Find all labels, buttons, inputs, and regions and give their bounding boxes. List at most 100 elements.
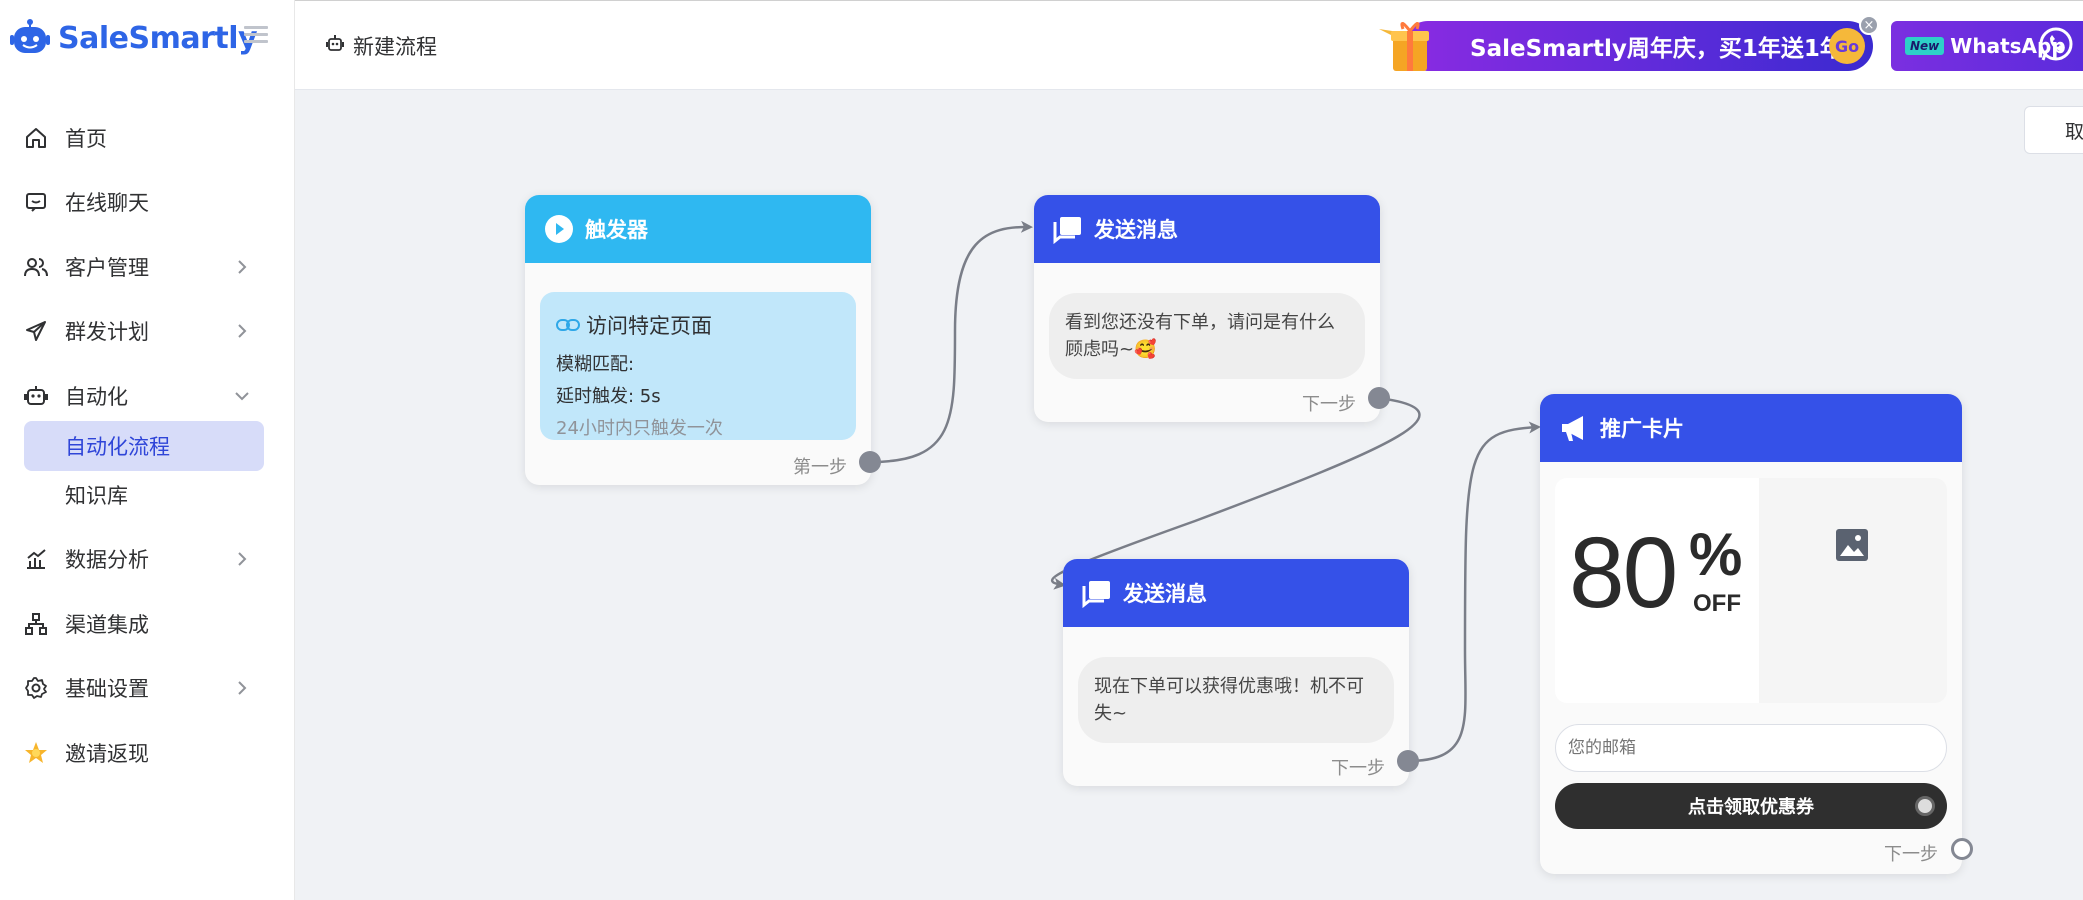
logo-robot-icon bbox=[8, 15, 54, 61]
gear-icon bbox=[22, 674, 50, 702]
sidebar-subitem-label: 自动化流程 bbox=[65, 435, 170, 459]
robot-icon bbox=[22, 382, 50, 410]
flow-connections bbox=[869, 220, 1541, 763]
whatsapp-icon bbox=[2037, 26, 2075, 68]
menu-collapse-icon[interactable] bbox=[244, 26, 268, 46]
promo-node-header: 推广卡片 bbox=[1540, 394, 1962, 462]
sidebar-item-label: 首页 bbox=[65, 127, 107, 151]
cancel-button[interactable]: 取 bbox=[2024, 106, 2083, 154]
link-icon bbox=[556, 313, 580, 337]
trigger-node-header: 触发器 bbox=[525, 195, 871, 263]
sidebar-item-broadcast[interactable]: 群发计划 bbox=[0, 303, 295, 359]
message-icon bbox=[1052, 213, 1084, 245]
promo-output-port[interactable] bbox=[1951, 838, 1973, 860]
message-icon bbox=[1081, 577, 1113, 609]
image-icon bbox=[1835, 528, 1869, 566]
step-label: 第一步 bbox=[793, 457, 847, 478]
robot-icon bbox=[325, 35, 345, 57]
sidebar-item-home[interactable]: 首页 bbox=[0, 110, 295, 166]
edge-trigger-to-message1 bbox=[869, 220, 1033, 464]
node-title: 发送消息 bbox=[1094, 218, 1178, 242]
flow-canvas[interactable]: 触发器 访问特定页面 模糊匹配: 延时触发: 5s 24小时内只触发一次 第一步… bbox=[295, 91, 2083, 900]
trigger-condition[interactable]: 访问特定页面 模糊匹配: 延时触发: 5s 24小时内只触发一次 bbox=[540, 292, 856, 440]
new-badge: New bbox=[1905, 37, 1945, 55]
home-icon bbox=[22, 124, 50, 152]
edge-message2-to-promo bbox=[1407, 421, 1541, 763]
chart-icon bbox=[22, 545, 50, 573]
sidebar-item-label: 数据分析 bbox=[65, 548, 149, 572]
page-title-bar: 新建流程 bbox=[325, 31, 437, 61]
play-icon bbox=[543, 213, 575, 245]
sidebar-item-analytics[interactable]: 数据分析 bbox=[0, 531, 295, 587]
whatsapp-promo-banner[interactable]: New WhatsApp bbox=[1891, 21, 2083, 71]
message-bubble: 看到您还没有下单，请问是有什么顾虑吗~🥰 bbox=[1049, 293, 1365, 379]
sidebar-item-label: 渠道集成 bbox=[65, 613, 149, 637]
trigger-output-port[interactable] bbox=[859, 451, 881, 473]
logo[interactable]: SaleSmartly bbox=[8, 14, 258, 62]
page-title: 新建流程 bbox=[353, 35, 437, 59]
message-node-header: 发送消息 bbox=[1063, 559, 1409, 627]
sidebar-subitem-knowledge-base[interactable]: 知识库 bbox=[24, 470, 264, 520]
send-icon bbox=[22, 317, 50, 345]
chevron-right-icon bbox=[232, 678, 252, 698]
chevron-right-icon bbox=[232, 549, 252, 569]
sidebar-item-automation[interactable]: 自动化 bbox=[0, 368, 295, 424]
chat-icon bbox=[22, 188, 50, 216]
chevron-right-icon bbox=[232, 257, 252, 277]
radio-dot-icon bbox=[1915, 796, 1935, 816]
sidebar-item-settings[interactable]: 基础设置 bbox=[0, 660, 295, 716]
step-label: 下一步 bbox=[1884, 844, 1938, 865]
frequency-setting: 24小时内只触发一次 bbox=[556, 418, 723, 439]
sidebar-item-label: 基础设置 bbox=[65, 677, 149, 701]
integration-icon bbox=[22, 610, 50, 638]
sidebar-item-label: 邀请返现 bbox=[65, 742, 149, 766]
promo-go-button[interactable]: Go bbox=[1829, 28, 1865, 64]
megaphone-icon bbox=[1558, 412, 1590, 444]
promo-card-node[interactable]: 推广卡片 80 % OFF 点击领取优惠券 下一步 bbox=[1540, 394, 1962, 874]
email-input[interactable] bbox=[1555, 724, 1947, 772]
message-bubble: 现在下单可以获得优惠哦！机不可失~ bbox=[1078, 657, 1394, 743]
send-message-node-2[interactable]: 发送消息 现在下单可以获得优惠哦！机不可失~ 下一步 bbox=[1063, 559, 1409, 786]
node-title: 推广卡片 bbox=[1600, 417, 1684, 441]
sidebar-item-label: 客户管理 bbox=[65, 256, 149, 280]
sidebar-item-label: 自动化 bbox=[65, 385, 128, 409]
node-title: 发送消息 bbox=[1123, 582, 1207, 606]
sidebar: SaleSmartly 首页 在线聊天 客户管理 群发计划 自动化 bbox=[0, 0, 295, 900]
coupon-card: 80 % OFF bbox=[1555, 478, 1947, 703]
top-header: 新建流程 SaleSmartly周年庆，买1年送1年！ Go × New Wha… bbox=[295, 0, 2083, 90]
message1-output-port[interactable] bbox=[1368, 387, 1390, 409]
condition-title: 访问特定页面 bbox=[586, 314, 712, 338]
chevron-down-icon bbox=[232, 386, 252, 406]
claim-coupon-label: 点击领取优惠券 bbox=[1688, 797, 1814, 818]
edge-message1-to-message2 bbox=[1050, 396, 1421, 590]
sidebar-item-customers[interactable]: 客户管理 bbox=[0, 239, 295, 295]
promo-text: SaleSmartly周年庆，买1年送1年！ bbox=[1470, 36, 1866, 62]
message-node-header: 发送消息 bbox=[1034, 195, 1380, 263]
step-label: 下一步 bbox=[1331, 758, 1385, 779]
sidebar-subitem-automation-flow[interactable]: 自动化流程 bbox=[24, 421, 264, 471]
node-title: 触发器 bbox=[585, 218, 648, 242]
close-icon[interactable]: × bbox=[1859, 15, 1879, 35]
anniversary-promo-banner[interactable]: SaleSmartly周年庆，买1年送1年！ Go × bbox=[1379, 15, 1879, 71]
discount-percent: % bbox=[1689, 521, 1743, 588]
star-icon bbox=[22, 739, 50, 767]
sidebar-item-label: 在线聊天 bbox=[65, 191, 149, 215]
send-message-node-1[interactable]: 发送消息 看到您还没有下单，请问是有什么顾虑吗~🥰 下一步 bbox=[1034, 195, 1380, 422]
card-image-placeholder bbox=[1759, 478, 1947, 703]
sidebar-item-referral[interactable]: 邀请返现 bbox=[0, 725, 295, 781]
gift-icon bbox=[1375, 15, 1443, 75]
sidebar-subitem-label: 知识库 bbox=[65, 484, 128, 508]
claim-coupon-button[interactable]: 点击领取优惠券 bbox=[1555, 783, 1947, 829]
discount-off: OFF bbox=[1693, 590, 1741, 617]
sidebar-item-chat[interactable]: 在线聊天 bbox=[0, 174, 295, 230]
match-mode: 模糊匹配: bbox=[556, 354, 635, 375]
brand-name: SaleSmartly bbox=[58, 20, 258, 56]
users-icon bbox=[22, 253, 50, 281]
trigger-node[interactable]: 触发器 访问特定页面 模糊匹配: 延时触发: 5s 24小时内只触发一次 第一步 bbox=[525, 195, 871, 485]
sidebar-item-channels[interactable]: 渠道集成 bbox=[0, 596, 295, 652]
discount-number: 80 bbox=[1569, 517, 1678, 629]
message2-output-port[interactable] bbox=[1397, 750, 1419, 772]
sidebar-item-label: 群发计划 bbox=[65, 320, 149, 344]
chevron-right-icon bbox=[232, 321, 252, 341]
step-label: 下一步 bbox=[1302, 394, 1356, 415]
